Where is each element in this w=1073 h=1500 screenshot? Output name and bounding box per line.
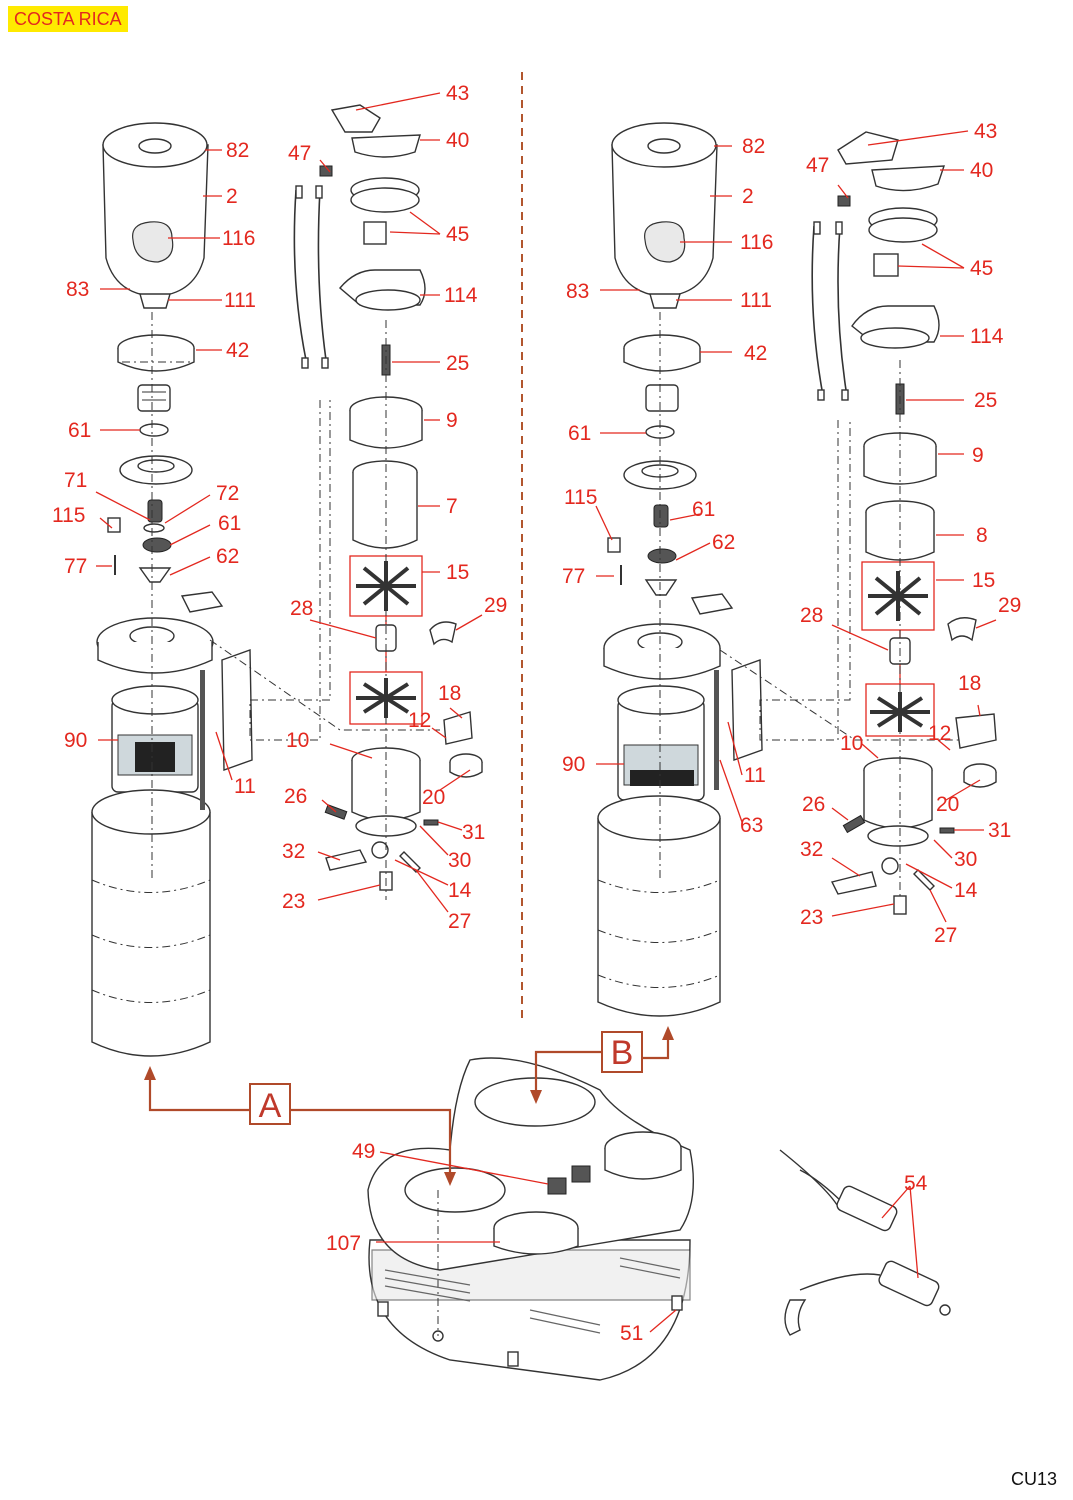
label-32: 32	[282, 840, 305, 863]
label-32: 32	[800, 838, 823, 861]
label-26: 26	[284, 785, 307, 808]
label-43: 43	[446, 82, 469, 105]
label-26: 26	[802, 793, 825, 816]
label-23: 23	[800, 906, 823, 929]
label-114: 114	[444, 284, 478, 307]
label-10: 10	[840, 732, 863, 755]
label-116: 116	[222, 227, 255, 250]
label-62: 62	[216, 545, 239, 568]
label-27: 27	[448, 910, 471, 933]
label-61: 61	[692, 498, 715, 521]
label-47: 47	[288, 142, 311, 165]
label-29: 29	[998, 594, 1021, 617]
base-part-labels: 49 107 51 54	[326, 1140, 928, 1345]
label-61: 61	[218, 512, 241, 535]
label-82: 82	[226, 139, 249, 162]
label-14: 14	[448, 879, 472, 902]
label-30: 30	[448, 849, 471, 872]
leader-lines	[95, 92, 997, 1333]
label-8: 8	[976, 524, 988, 547]
label-20: 20	[936, 793, 959, 816]
label-14: 14	[954, 879, 978, 902]
right-grinder-assembly	[597, 122, 997, 1017]
label-40: 40	[970, 159, 993, 182]
label-54: 54	[904, 1172, 928, 1195]
label-31: 31	[988, 819, 1011, 842]
label-11: 11	[744, 764, 766, 787]
label-83: 83	[566, 280, 589, 303]
label-40: 40	[446, 129, 469, 152]
label-20: 20	[422, 786, 445, 809]
label-45: 45	[970, 257, 993, 280]
label-42: 42	[744, 342, 767, 365]
label-18: 18	[958, 672, 981, 695]
label-61: 61	[568, 422, 591, 445]
label-90: 90	[64, 729, 87, 752]
label-111: 111	[740, 289, 772, 312]
label-47: 47	[806, 154, 829, 177]
label-9: 9	[446, 409, 458, 432]
left-grinder-assembly	[91, 104, 483, 1057]
label-10: 10	[286, 729, 309, 752]
reference-a: A	[144, 1066, 456, 1186]
left-part-labels: 82 2 116 83 111 42 61 71 72 61 115 77 62…	[52, 82, 507, 933]
box-b-label: B	[611, 1034, 634, 1072]
label-43: 43	[974, 120, 997, 143]
label-11: 11	[234, 775, 256, 798]
label-77: 77	[562, 565, 585, 588]
label-12: 12	[408, 709, 431, 732]
label-23: 23	[282, 890, 305, 913]
label-29: 29	[484, 594, 507, 617]
label-62: 62	[712, 531, 735, 554]
capacitor-set	[779, 1149, 951, 1336]
label-42: 42	[226, 339, 249, 362]
label-49: 49	[352, 1140, 375, 1163]
label-116: 116	[740, 231, 773, 254]
label-25: 25	[446, 352, 469, 375]
label-111: 111	[224, 289, 256, 312]
label-12: 12	[928, 722, 951, 745]
label-7: 7	[446, 495, 458, 518]
label-63: 63	[740, 814, 763, 837]
label-82: 82	[742, 135, 765, 158]
page-code: CU13	[1010, 1469, 1057, 1489]
label-28: 28	[800, 604, 823, 627]
label-115: 115	[52, 504, 85, 527]
right-part-labels: 82 2 116 83 111 42 61 115 61 62 77 90 11…	[562, 120, 1021, 947]
reference-b: B	[530, 1026, 674, 1104]
label-25: 25	[974, 389, 997, 412]
label-83: 83	[66, 278, 89, 301]
model-tag: COSTA RICA	[8, 6, 128, 32]
label-27: 27	[934, 924, 957, 947]
label-15: 15	[446, 561, 469, 584]
label-72: 72	[216, 482, 239, 505]
label-30: 30	[954, 848, 977, 871]
label-9: 9	[972, 444, 984, 467]
label-31: 31	[462, 821, 485, 844]
label-61: 61	[68, 419, 91, 442]
label-2: 2	[742, 185, 754, 208]
label-115: 115	[564, 486, 597, 509]
label-90: 90	[562, 753, 585, 776]
label-107: 107	[326, 1232, 361, 1255]
box-a-label: A	[259, 1087, 282, 1125]
label-114: 114	[970, 325, 1004, 348]
label-28: 28	[290, 597, 313, 620]
base-assembly	[367, 1057, 694, 1381]
label-71: 71	[64, 469, 87, 492]
label-45: 45	[446, 223, 469, 246]
label-2: 2	[226, 185, 238, 208]
label-77: 77	[64, 555, 87, 578]
label-18: 18	[438, 682, 461, 705]
label-51: 51	[620, 1322, 643, 1345]
label-15: 15	[972, 569, 995, 592]
